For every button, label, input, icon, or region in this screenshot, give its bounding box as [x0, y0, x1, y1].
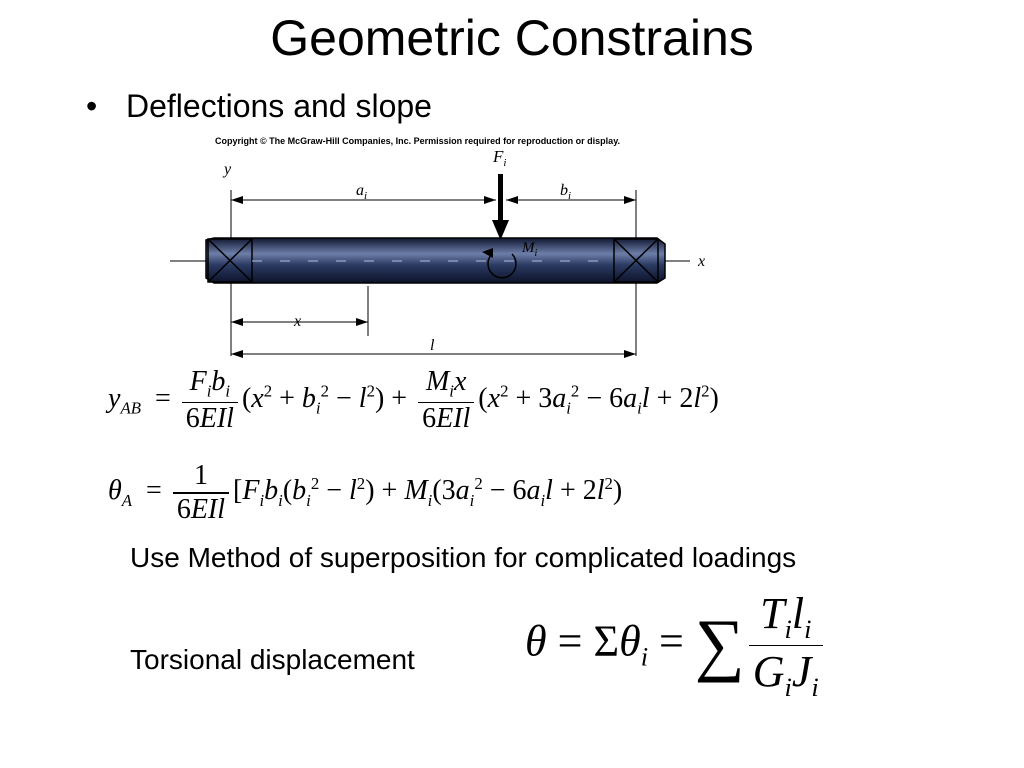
- copyright-notice: Copyright © The McGraw-Hill Companies, I…: [215, 136, 621, 146]
- l-dim-label: l: [430, 337, 435, 354]
- y-axis-label: y: [222, 161, 232, 178]
- moment-label: Mi: [521, 240, 538, 259]
- moment-arc: [487, 253, 517, 279]
- x-axis-label: x: [697, 253, 705, 270]
- bi-label: bi: [560, 182, 571, 202]
- force-label: Fi: [492, 147, 506, 169]
- torsional-text: Torsional displacement: [130, 644, 415, 675]
- bullet-text: Deflections and slope: [126, 88, 432, 124]
- slide-title: Geometric Constrains: [270, 10, 754, 66]
- ai-label: ai: [356, 182, 367, 202]
- x-dim-label: x: [293, 313, 301, 330]
- right-bearing: [613, 238, 659, 283]
- superposition-text: Use Method of superposition for complica…: [130, 542, 797, 573]
- beam-diagram: y ai bi Fi x Mi x l: [170, 147, 705, 358]
- bullet-dot-icon: •: [86, 88, 98, 124]
- bullet-item: • Deflections and slope: [86, 86, 432, 126]
- force-arrow-shaft: [498, 174, 503, 226]
- force-arrow-head: [492, 220, 509, 240]
